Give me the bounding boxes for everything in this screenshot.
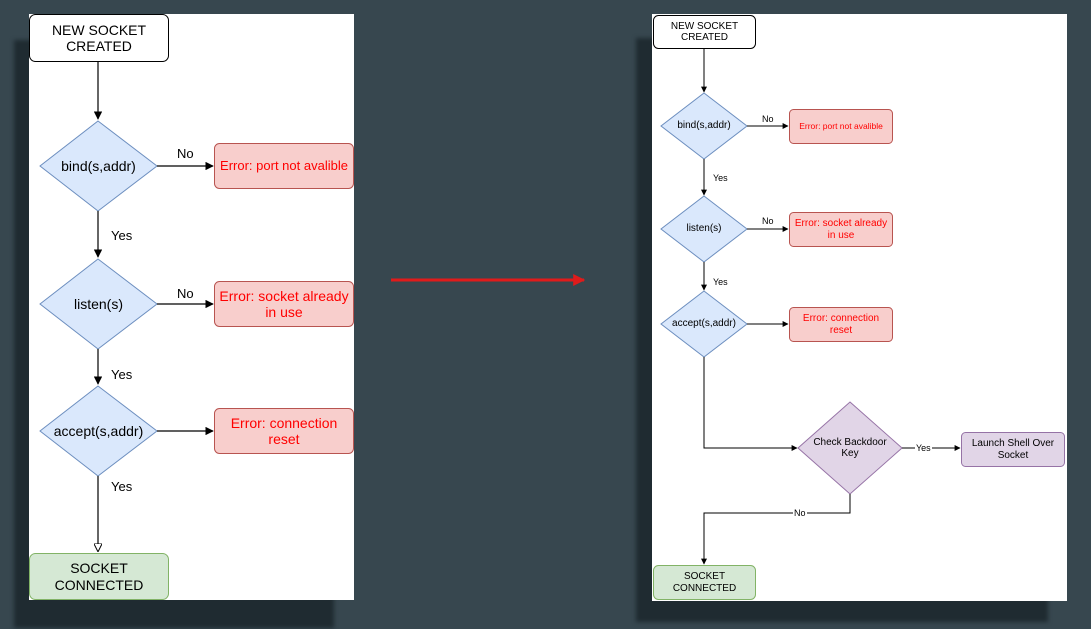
right-edge-backdoor-connected bbox=[701, 494, 851, 565]
left-error-accept-label: Error: connection reset bbox=[230, 414, 338, 447]
left-no-label-1: No bbox=[177, 146, 194, 161]
right-bind-label: bind(s,addr) bbox=[677, 120, 731, 132]
right-connected-node bbox=[653, 565, 756, 600]
left-no-label-2: No bbox=[177, 286, 194, 301]
left-yes-label-1: Yes bbox=[111, 228, 133, 243]
left-error-bind-box bbox=[214, 143, 354, 189]
right-error-bind-label: Error: port not avalible bbox=[799, 120, 883, 131]
right-yes-label-2: Yes bbox=[713, 277, 728, 287]
left-connected-node bbox=[29, 553, 169, 600]
right-error-accept-label: Error: connection reset bbox=[802, 313, 880, 336]
right-shell-box bbox=[961, 432, 1065, 467]
left-yes-label-2: Yes bbox=[111, 367, 133, 382]
right-error-bind-box bbox=[789, 109, 893, 144]
right-error-listen-label: Error: socket already in use bbox=[794, 218, 888, 241]
right-start-label: NEW SOCKET CREATED bbox=[670, 20, 739, 44]
right-backdoor-label: Check Backdoor Key bbox=[813, 436, 887, 460]
right-yes-label-3: Yes bbox=[915, 443, 932, 453]
right-listen-label: listen(s) bbox=[686, 223, 722, 235]
left-start-node bbox=[29, 14, 169, 62]
right-no-label-3: No bbox=[793, 508, 807, 518]
right-connected-label: SOCKET CONNECTED bbox=[672, 571, 737, 594]
right-no-label-2: No bbox=[762, 216, 774, 226]
left-bind-label: bind(s,addr) bbox=[61, 157, 136, 174]
left-start-label: NEW SOCKET CREATED bbox=[51, 21, 147, 54]
right-error-listen-box bbox=[789, 212, 893, 247]
right-yes-label-1: Yes bbox=[713, 173, 728, 183]
left-connected-label: SOCKET CONNECTED bbox=[54, 560, 144, 593]
right-no-label-1: No bbox=[762, 114, 774, 124]
left-error-accept-box bbox=[214, 408, 354, 454]
left-accept-label: accept(s,addr) bbox=[53, 422, 144, 439]
right-accept-label: accept(s,addr) bbox=[672, 318, 736, 330]
left-error-bind-label: Error: port not avalible bbox=[220, 157, 348, 173]
left-error-listen-label: Error: socket already in use bbox=[219, 287, 349, 320]
left-error-listen-box bbox=[214, 281, 354, 327]
right-error-accept-box bbox=[789, 307, 893, 342]
left-yes-label-3: Yes bbox=[111, 479, 133, 494]
right-start-node bbox=[653, 15, 756, 49]
right-shell-label: Launch Shell Over Socket bbox=[971, 438, 1055, 461]
left-listen-label: listen(s) bbox=[73, 295, 123, 312]
right-edge-accept-backdoor bbox=[703, 357, 798, 451]
